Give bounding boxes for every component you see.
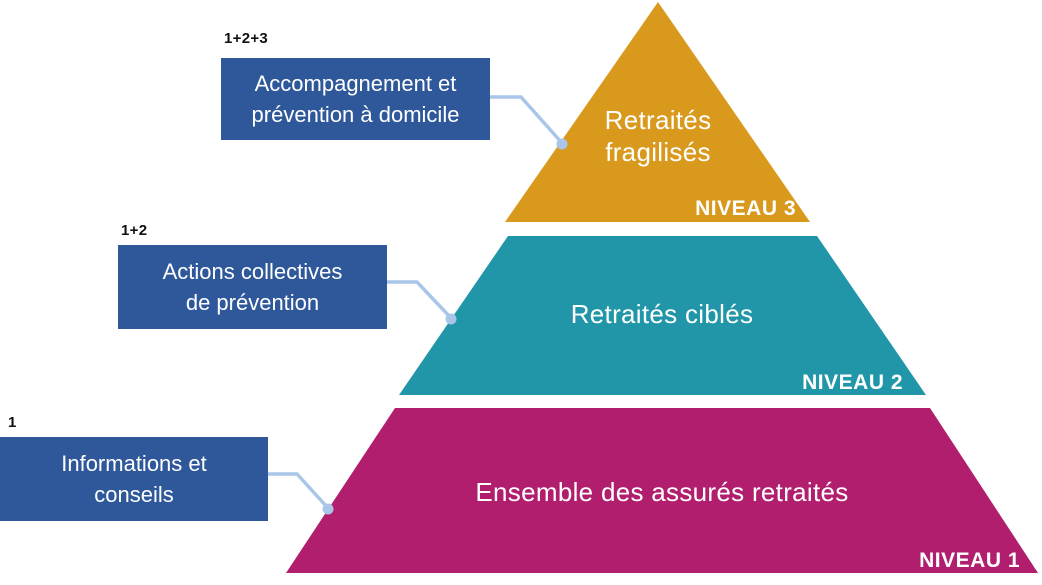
connector-level-3-endpoint xyxy=(556,138,568,150)
pyramid-level-3-shape xyxy=(505,2,810,222)
callout-actions-collectives-line2: de prévention xyxy=(185,290,320,315)
connector-level-2 xyxy=(385,280,457,325)
callout-accompagnement-text: Accompagnement et prévention à domicile xyxy=(252,68,460,130)
pyramid-level-1-shape xyxy=(286,408,1038,573)
callout-accompagnement-line2: prévention à domicile xyxy=(251,102,460,127)
niveau-2-badge: NIVEAU 2 xyxy=(802,371,903,394)
callout-actions-collectives-text: Actions collectives de prévention xyxy=(163,256,343,318)
callout-actions-collectives-box: Actions collectives de prévention xyxy=(118,245,387,329)
level-2-label: Retraités ciblés xyxy=(570,299,754,329)
niveau-3-badge: NIVEAU 3 xyxy=(695,197,796,220)
callout-informations-box: Informations et conseils xyxy=(0,437,268,521)
pyramid-level-2-shape xyxy=(399,236,926,395)
callout-informations-line1: Informations et xyxy=(61,451,207,476)
connector-level-3 xyxy=(488,95,568,150)
connector-level-3-line xyxy=(488,95,564,145)
connector-level-2-endpoint xyxy=(445,313,457,325)
level-3-label-line2: fragilisés xyxy=(605,137,711,167)
callout-accompagnement-box: Accompagnement et prévention à domicile xyxy=(221,58,490,140)
callout-2-tag: 1+2 xyxy=(121,222,148,239)
connector-level-1 xyxy=(266,472,334,515)
connector-level-1-line xyxy=(266,472,330,510)
connector-level-1-endpoint xyxy=(322,503,334,515)
level-1-label: Ensemble des assurés retraités xyxy=(475,477,849,507)
niveau-1-badge: NIVEAU 1 xyxy=(919,549,1020,572)
callout-actions-collectives-line1: Actions collectives xyxy=(162,259,343,284)
callout-informations-text: Informations et conseils xyxy=(61,448,207,510)
callout-accompagnement-line1: Accompagnement et xyxy=(254,71,457,96)
level-3-label-line1: Retraités xyxy=(604,105,712,135)
level-3-label: Retraités fragilisés xyxy=(558,104,758,168)
callout-3-tag: 1 xyxy=(8,414,17,431)
callout-1-tag: 1+2+3 xyxy=(224,30,269,47)
connector-level-2-line xyxy=(385,280,453,320)
callout-informations-line2: conseils xyxy=(94,482,174,507)
